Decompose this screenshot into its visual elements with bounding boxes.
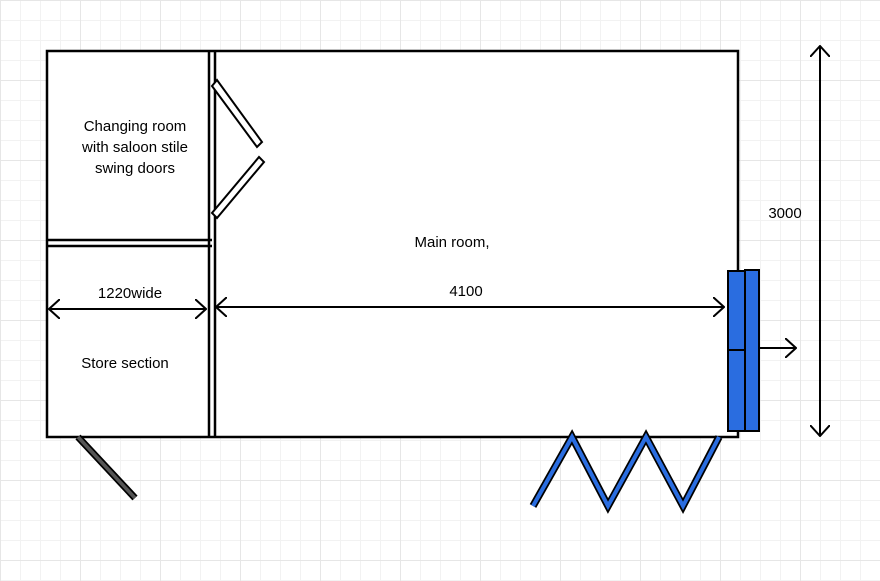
- partition-wall-horizontal: [47, 238, 212, 248]
- building-outline: [45, 49, 740, 439]
- store-door: [76, 435, 137, 500]
- store-section-label: Store section: [81, 355, 169, 372]
- changing-room-label-line2: with saloon stile: [81, 139, 188, 156]
- sliding-doors: [727, 269, 760, 432]
- height-dimension-label: 3000: [768, 205, 801, 222]
- partition-wall-vertical: [207, 51, 217, 437]
- main-room-label: Main room,: [414, 234, 489, 251]
- main-length-dimension-label: 4100: [449, 283, 482, 300]
- bifold-doors: [531, 432, 721, 511]
- saloon-swing-doors: [210, 78, 266, 220]
- changing-room-label-line1: Changing room: [84, 118, 187, 135]
- changing-room-label-line3: swing doors: [95, 160, 175, 177]
- store-width-dimension-label: 1220wide: [98, 285, 162, 302]
